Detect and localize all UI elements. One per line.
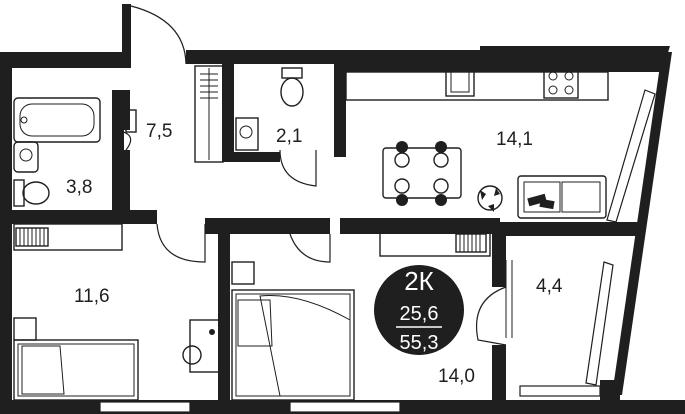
window-kitchen <box>606 89 656 223</box>
wardrobe-icon <box>194 65 224 163</box>
nightstand-icon <box>13 317 37 341</box>
badge-circle <box>374 265 464 355</box>
room-label-corridor: 7,5 <box>146 121 172 142</box>
room-label-balcony: 4,4 <box>536 276 563 297</box>
room-label-bathroom: 3,8 <box>66 177 92 198</box>
room-label-bedroom-2: 14,0 <box>438 366 475 387</box>
towel-rail-icon <box>125 109 137 133</box>
nightstand-2-icon <box>231 261 255 285</box>
badge-type: 2К <box>404 266 434 296</box>
bedroom-2-fixtures <box>231 231 491 401</box>
window-balcony <box>585 261 614 386</box>
kitchen-counter <box>345 71 609 101</box>
bathroom-fixtures <box>13 97 137 207</box>
bedroom-2-door <box>289 233 331 263</box>
room-label-wc: 2,1 <box>276 126 302 147</box>
wc-toilet-icon <box>280 77 304 107</box>
windows <box>99 89 656 413</box>
bath-door <box>111 129 132 151</box>
kitchen-fixtures <box>345 65 609 219</box>
dining-table-icon <box>382 147 462 199</box>
bed-icon <box>13 339 139 401</box>
window-bedroom-1 <box>99 401 191 413</box>
entrance-door <box>130 5 187 65</box>
window-balcony-bottom <box>519 385 601 397</box>
balcony-door <box>476 286 507 346</box>
balcony-fixtures <box>505 260 513 338</box>
bedroom-1-wardrobe <box>13 223 123 251</box>
room-label-bedroom-1: 11,6 <box>74 286 110 307</box>
wardrobe <box>194 65 224 163</box>
badge-total-area: 55,3 <box>400 332 439 354</box>
radiator-2-icon <box>455 233 487 253</box>
inner-walls <box>12 62 640 405</box>
wc-fixtures <box>235 67 304 151</box>
bedroom-2-wardrobe <box>379 231 491 257</box>
room-label-kitchen: 14,1 <box>496 129 533 150</box>
badge-living-area: 25,6 <box>400 303 439 325</box>
stove-icon <box>543 67 579 99</box>
bedroom-1-door <box>156 223 206 263</box>
radiator-icon <box>15 227 49 247</box>
wc-sink-icon <box>235 117 259 151</box>
window-bedroom-2 <box>289 401 401 413</box>
apartment-badge: 2К 25,6 55,3 <box>374 265 464 355</box>
sofa-icon <box>517 175 607 219</box>
chair-icon <box>182 345 202 365</box>
wc-door <box>279 149 317 187</box>
sink-icon <box>13 141 39 173</box>
toilet-tank <box>13 179 25 207</box>
wc-toilet-tank <box>281 67 303 79</box>
doors <box>111 5 507 346</box>
bed-2-icon <box>231 289 355 401</box>
bedroom-1-fixtures <box>13 223 223 401</box>
bathtub-icon <box>13 97 101 143</box>
kitchen-sink-icon <box>445 65 475 97</box>
plant-icon <box>477 185 503 212</box>
toilet-icon <box>22 181 50 205</box>
